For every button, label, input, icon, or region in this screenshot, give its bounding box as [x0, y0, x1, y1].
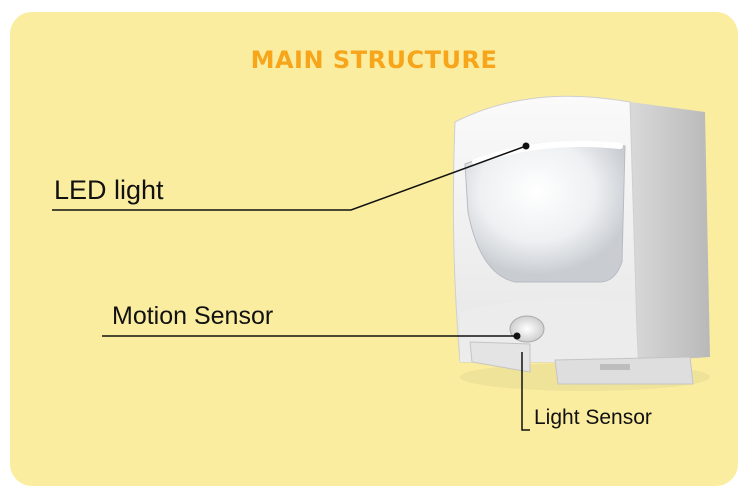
page-title: MAIN STRUCTURE [250, 46, 498, 74]
led-callout-line [52, 145, 527, 211]
mount-bracket-right [554, 356, 694, 385]
motion-callout-dot [513, 332, 521, 340]
led-callout-dot [522, 142, 530, 150]
led-light-label: LED light [54, 175, 164, 205]
led-strip [472, 141, 623, 165]
light-sensor-label: Light Sensor [534, 406, 652, 429]
mount-slot [600, 364, 630, 370]
diagram-panel: MAIN STRUCTURE LED light Motion Sensor L… [10, 12, 738, 486]
led-window [464, 142, 626, 283]
light-callout-line [521, 352, 530, 431]
motion-sensor-label: Motion Sensor [112, 302, 274, 330]
mount-bracket-left [469, 341, 531, 373]
device-illustration [52, 95, 710, 431]
device-side-panel [630, 102, 710, 362]
